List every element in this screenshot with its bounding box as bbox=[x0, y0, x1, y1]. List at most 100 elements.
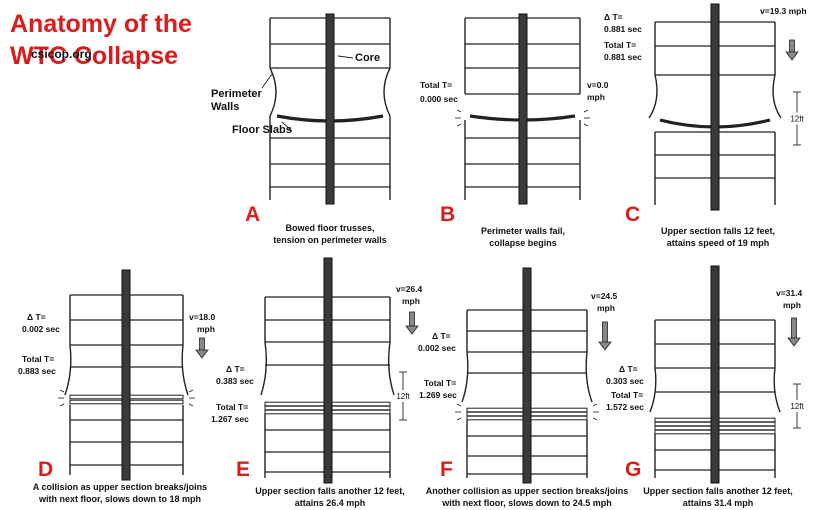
falling-wall-right bbox=[585, 351, 593, 403]
panel-letter-c: C bbox=[625, 203, 640, 226]
crack-mark bbox=[188, 389, 194, 393]
crack-mark bbox=[188, 403, 194, 407]
panel-b-total-t-value: 0.000 sec bbox=[420, 94, 458, 104]
panel-f-caption-1: Another collision as upper section break… bbox=[426, 486, 629, 496]
panel-letter-g: G bbox=[625, 458, 641, 481]
falling-wall-left bbox=[649, 367, 657, 413]
falling-wall-left bbox=[461, 351, 469, 403]
panel-c-velocity: v=19.3 mph bbox=[760, 6, 807, 16]
velocity-arrow-shaft bbox=[789, 39, 795, 53]
building-core bbox=[522, 267, 532, 484]
panel-d-delta-t-label: Δ T= bbox=[27, 312, 46, 322]
crack-mark bbox=[456, 109, 462, 113]
falling-wall-right bbox=[773, 367, 781, 413]
title-line-2: WTC Collapse bbox=[10, 42, 179, 70]
velocity-arrow-head bbox=[785, 51, 799, 61]
building-core bbox=[121, 269, 131, 481]
crack-mark bbox=[456, 123, 462, 127]
building-core bbox=[518, 13, 528, 205]
velocity-arrow-shaft bbox=[199, 337, 205, 351]
panel-g-velocity: v=31.4 bbox=[776, 288, 803, 298]
velocity-arrow-head bbox=[787, 337, 801, 347]
panel-d-velocity-unit: mph bbox=[197, 324, 215, 334]
bowed-wall-right bbox=[383, 67, 391, 117]
height-label-bg bbox=[790, 400, 804, 412]
perimeter-label: Perimeter bbox=[211, 88, 262, 100]
panel-c-caption-2: attains speed of 19 mph bbox=[667, 238, 770, 248]
panel-e-caption-2: attains 26.4 mph bbox=[295, 498, 366, 508]
panel-d-caption-2: with next floor, slows down to 18 mph bbox=[38, 494, 201, 504]
crack-mark bbox=[456, 403, 462, 407]
crack-mark bbox=[592, 403, 598, 407]
velocity-arrow-head bbox=[195, 349, 209, 359]
panel-e-delta-t-value: 0.383 sec bbox=[216, 376, 254, 386]
core-pointer bbox=[337, 55, 354, 59]
panel-e-total-t-value: 1.267 sec bbox=[211, 414, 249, 424]
panel-g-delta-t-value: 0.303 sec bbox=[606, 376, 644, 386]
falling-wall-left bbox=[648, 74, 658, 119]
crack-mark bbox=[456, 417, 462, 421]
crack-mark bbox=[583, 109, 589, 113]
velocity-arrow-shaft bbox=[791, 317, 797, 339]
velocity-arrow-shaft bbox=[409, 311, 415, 327]
falling-wall-right bbox=[772, 74, 782, 119]
panel-f-velocity: v=24.5 bbox=[591, 291, 618, 301]
height-label-bg bbox=[790, 112, 804, 125]
panel-c-delta-t-value: 0.881 sec bbox=[604, 24, 642, 34]
crack-mark bbox=[583, 123, 589, 127]
diagram-title: Anatomy of the WTC Collapse bbox=[10, 8, 192, 72]
crack-mark bbox=[59, 389, 65, 393]
panel-b-caption-2: collapse begins bbox=[489, 238, 557, 248]
building-core bbox=[710, 265, 720, 484]
panel-f-delta-t-value: 0.002 sec bbox=[418, 343, 456, 353]
falling-wall-left bbox=[260, 341, 268, 396]
panel-c-total-t-value: 0.881 sec bbox=[604, 52, 642, 62]
walls-label: Walls bbox=[211, 101, 239, 113]
panel-g-caption-2: attains 31.4 mph bbox=[683, 498, 754, 508]
panel-a-caption-1: Bowed floor trusses, bbox=[285, 223, 374, 233]
velocity-arrow-shaft bbox=[602, 321, 608, 343]
bowed-wall-left bbox=[269, 67, 277, 117]
panel-e-velocity: v=26.4 bbox=[396, 284, 423, 294]
building-core bbox=[710, 3, 720, 211]
panel-f-delta-t-label: Δ T= bbox=[432, 331, 451, 341]
panel-g-total-t-value: 1.572 sec bbox=[606, 402, 644, 412]
floor-slab-pointer bbox=[281, 121, 293, 132]
panel-a-caption-2: tension on perimeter walls bbox=[273, 235, 387, 245]
panel-b-total-t-label: Total T= bbox=[420, 80, 452, 90]
panel-g-total-t-label: Total T= bbox=[611, 390, 643, 400]
panel-c-delta-t-label: Δ T= bbox=[604, 12, 623, 22]
height-label: 12ft bbox=[396, 392, 410, 401]
source-credit: csicop.org bbox=[31, 47, 92, 61]
falling-wall-left bbox=[64, 344, 72, 396]
perimeter-pointer bbox=[261, 73, 273, 89]
panel-f-velocity-unit: mph bbox=[597, 303, 615, 313]
velocity-arrow-head bbox=[405, 325, 419, 335]
title-line-1: Anatomy of the bbox=[10, 10, 192, 38]
crack-mark bbox=[592, 417, 598, 421]
panel-letter-d: D bbox=[38, 458, 53, 481]
velocity-arrow-head bbox=[598, 341, 612, 351]
falling-wall-right bbox=[181, 344, 189, 396]
panel-g-velocity-unit: mph bbox=[783, 300, 801, 310]
panel-c-total-t-label: Total T= bbox=[604, 40, 636, 50]
panel-e-velocity-unit: mph bbox=[402, 296, 420, 306]
panel-b-velocity-unit: mph bbox=[587, 92, 605, 102]
building-core bbox=[325, 13, 335, 205]
height-label: 12ft bbox=[790, 402, 804, 411]
panel-letter-b: B bbox=[440, 203, 455, 226]
panel-letter-f: F bbox=[440, 458, 453, 481]
crack-mark bbox=[59, 403, 65, 407]
panel-d-total-t-label: Total T= bbox=[22, 354, 54, 364]
panel-f-total-t-value: 1.269 sec bbox=[419, 390, 457, 400]
panel-b-velocity: v=0.0 bbox=[587, 80, 609, 90]
panel-e-caption-1: Upper section falls another 12 feet, bbox=[255, 486, 405, 496]
panel-letter-e: E bbox=[236, 458, 250, 481]
panel-e-total-t-label: Total T= bbox=[216, 402, 248, 412]
panel-f-total-t-label: Total T= bbox=[424, 378, 456, 388]
falling-wall-right bbox=[387, 341, 395, 396]
height-label: 12ft bbox=[790, 115, 804, 124]
